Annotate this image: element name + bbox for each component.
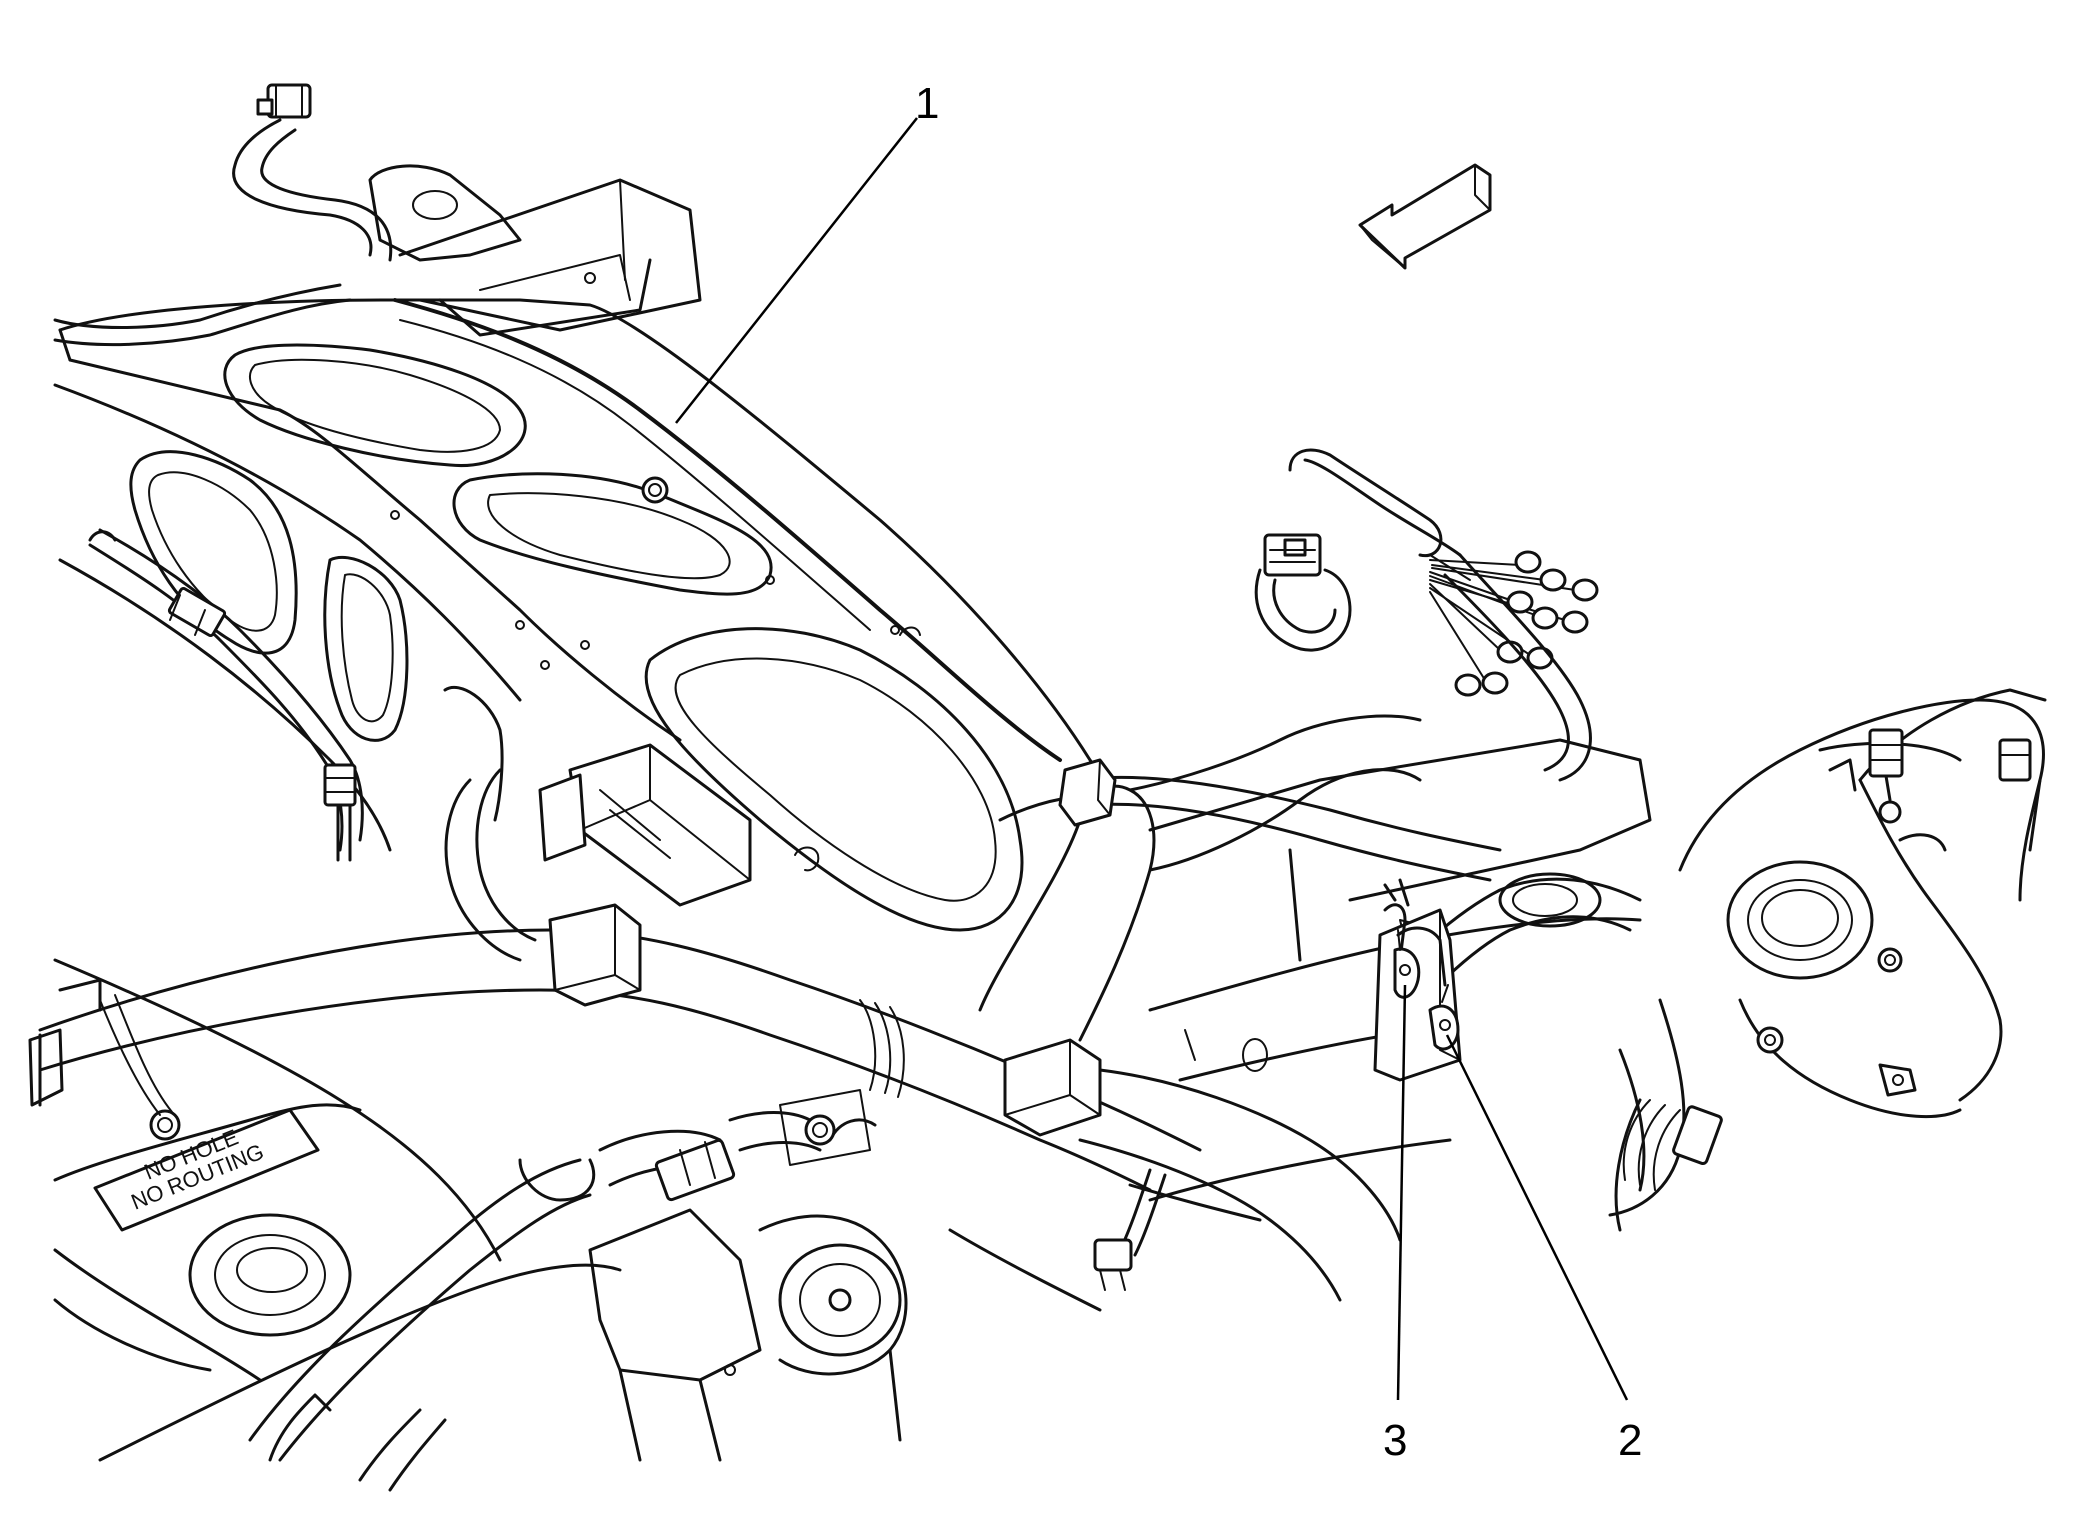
leader-3 bbox=[1396, 984, 1407, 1401]
center-connector-block bbox=[444, 743, 752, 962]
leader-2 bbox=[1445, 1034, 1629, 1401]
lower-mid-harness bbox=[1093, 1168, 1262, 1291]
leader-1 bbox=[675, 117, 918, 424]
filler-neck-assembly bbox=[1608, 688, 2047, 1232]
callout-leaders bbox=[675, 117, 1629, 1401]
upper-left-harness-branch bbox=[53, 83, 393, 347]
forward-arrow-icon bbox=[1358, 163, 1492, 270]
no-hole-plate: NO HOLE NO ROUTING bbox=[93, 1108, 320, 1232]
left-harness-branch bbox=[88, 528, 364, 862]
ground-terminal-bracket bbox=[1373, 878, 1462, 1082]
lower-frame bbox=[53, 958, 877, 1462]
callout-label-1: 1 bbox=[915, 79, 939, 128]
ground-terminal-2 bbox=[1428, 984, 1460, 1051]
lower-mount-bracket bbox=[588, 1208, 1102, 1462]
callout-label-3: 3 bbox=[1383, 1416, 1407, 1465]
lower-center-harness bbox=[248, 1111, 822, 1492]
harness-clip-left bbox=[548, 903, 642, 1007]
harness-clip-upper bbox=[1058, 758, 1117, 827]
crossmember bbox=[53, 298, 1111, 932]
main-harness-route bbox=[28, 714, 1642, 1302]
harness-clip-mid bbox=[1003, 1038, 1102, 1137]
upper-mount-bracket bbox=[368, 164, 702, 337]
right-upper-harness-branch bbox=[1254, 448, 1599, 782]
callout-label-2: 2 bbox=[1618, 1416, 1642, 1465]
